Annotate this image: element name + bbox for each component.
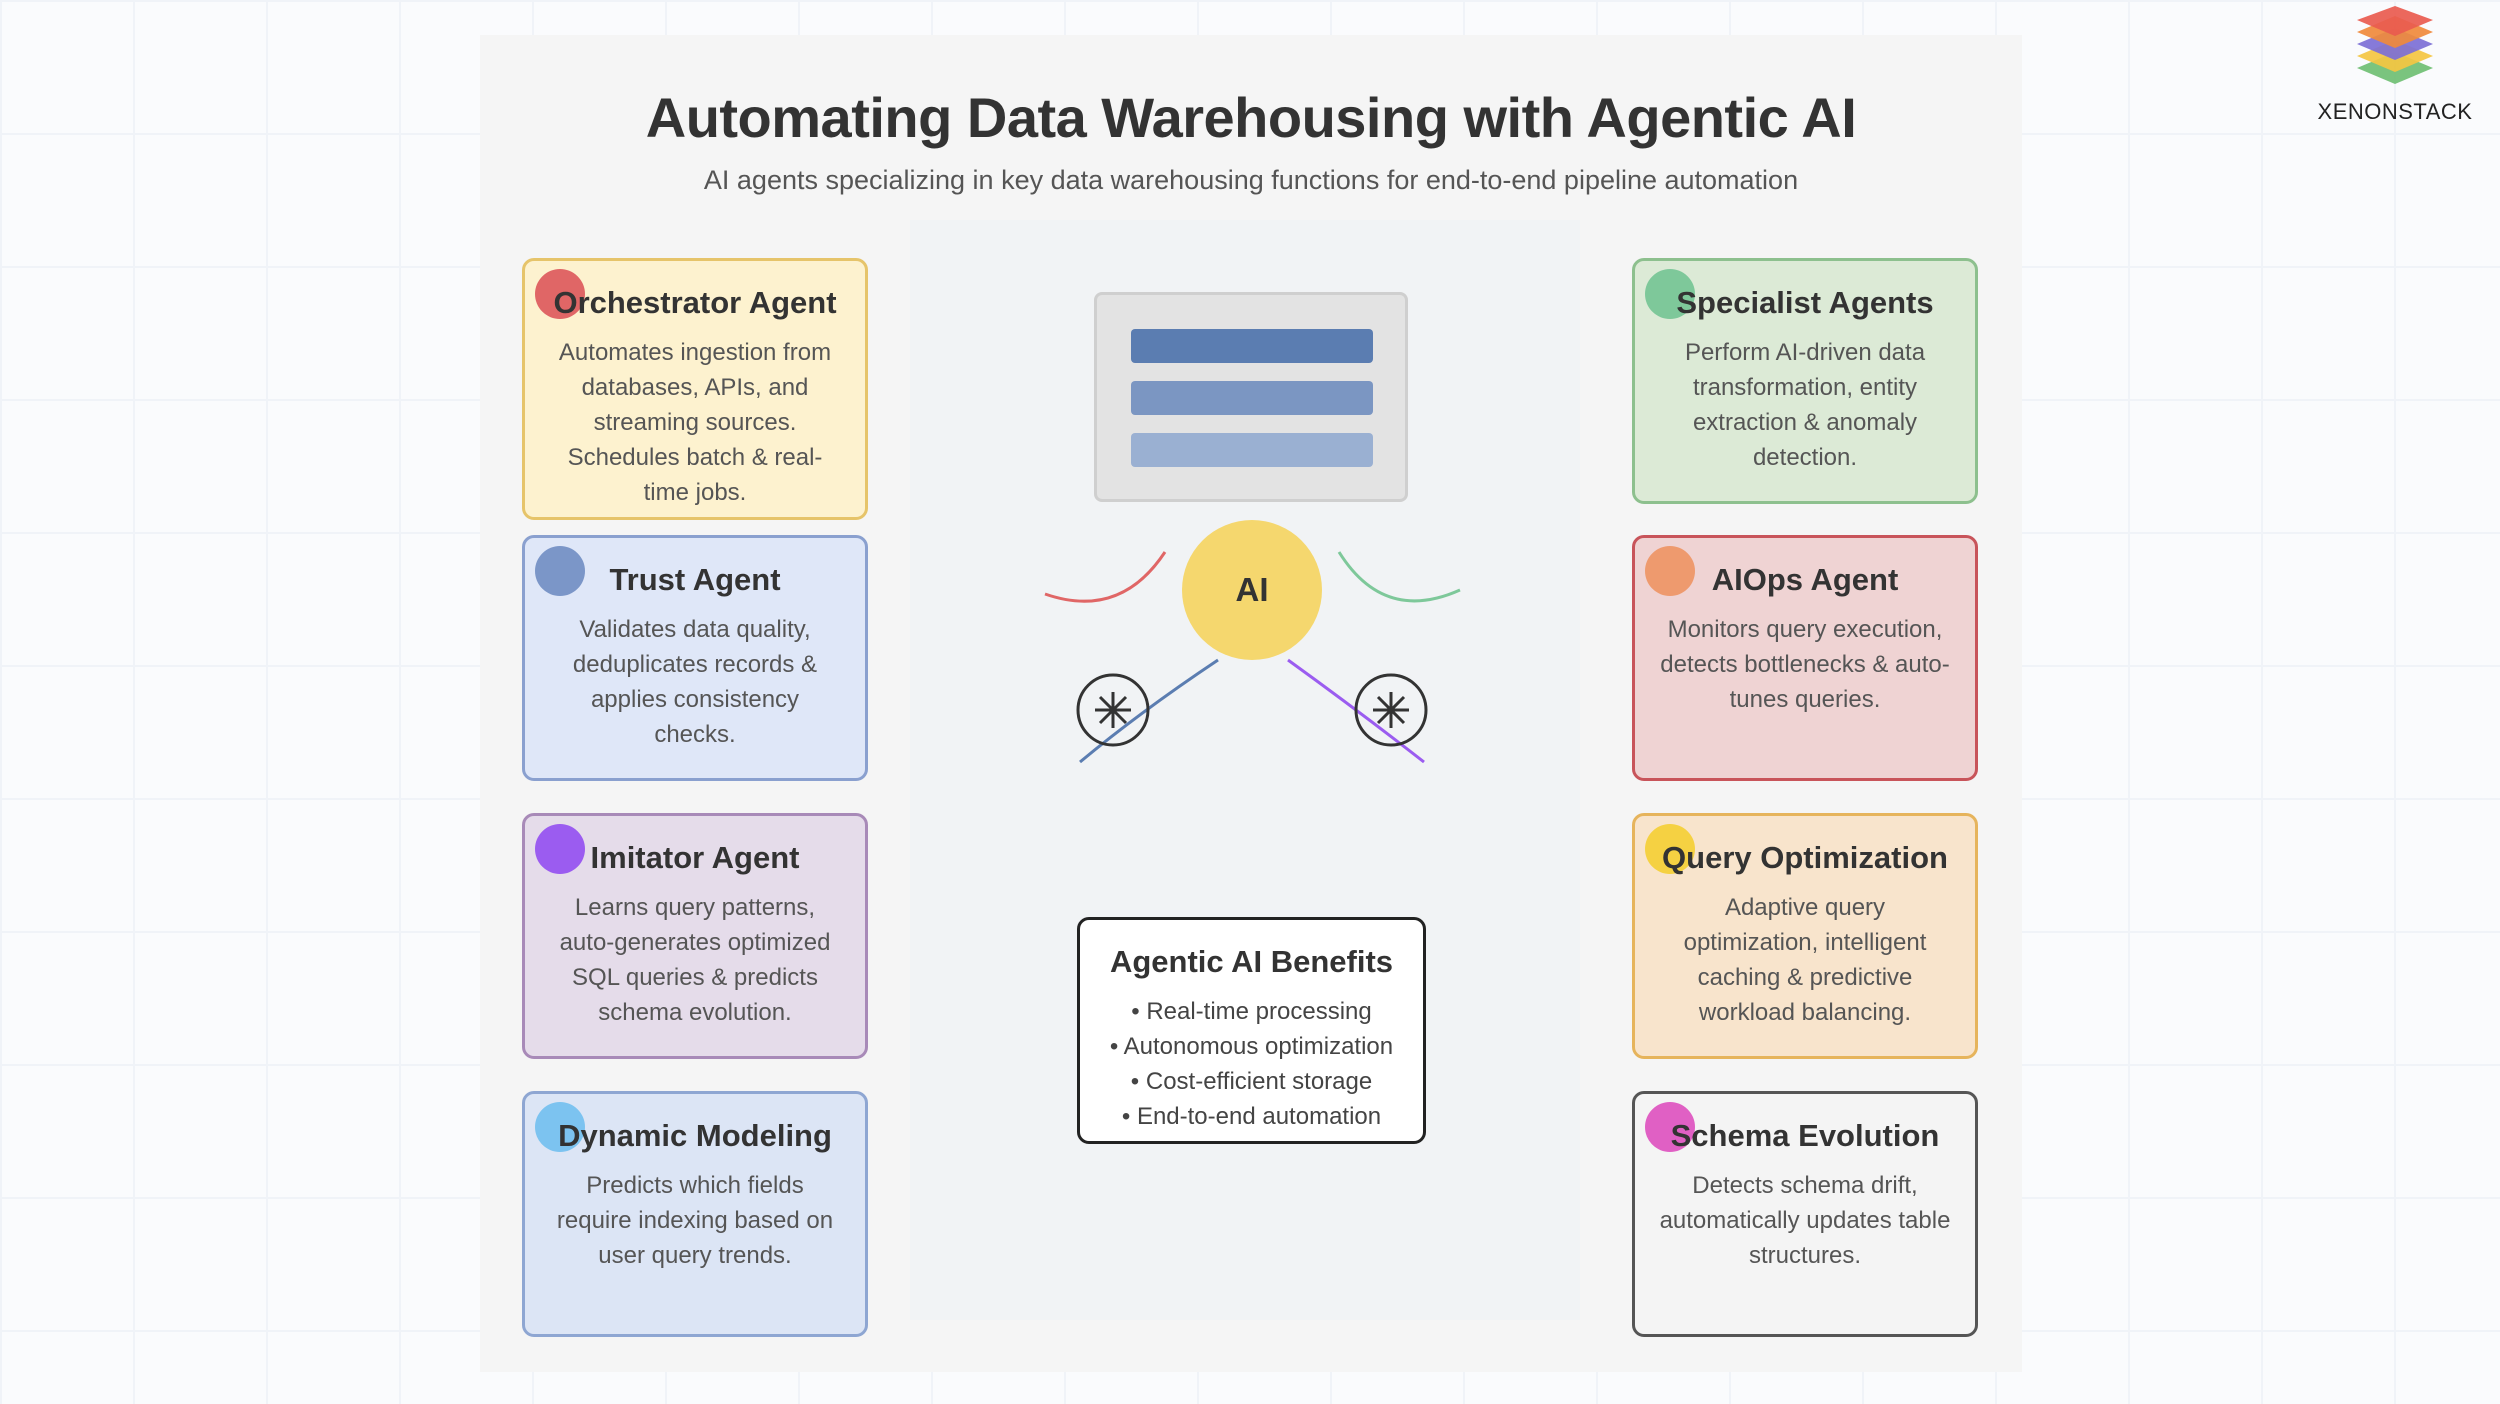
agent-dot-icon [535, 824, 585, 874]
server-bar [1131, 329, 1373, 363]
connector-red [1044, 551, 1167, 603]
card-trust-agent: Trust Agent Validates data quality, dedu… [522, 535, 868, 781]
agent-dot-icon [1645, 546, 1695, 596]
card-description: Validates data quality, deduplicates rec… [572, 616, 818, 748]
card-query-optimization: Query Optimization Adaptive query optimi… [1632, 813, 1978, 1059]
card-aiops-agent: AIOps Agent Monitors query execution, de… [1632, 535, 1978, 781]
database-server-icon [1094, 292, 1408, 502]
card-dynamic-modeling: Dynamic Modeling Predicts which fields r… [522, 1091, 868, 1337]
server-bar [1131, 381, 1373, 415]
card-title: Imitator Agent [590, 840, 800, 875]
benefits-box: Agentic AI Benefits • Real-time processi… [1077, 917, 1426, 1144]
xenonstack-logo: XENONSTACK [2310, 6, 2480, 125]
agent-dot-icon [1645, 1102, 1695, 1152]
agent-dot-icon [535, 546, 585, 596]
agent-dot-icon [1645, 269, 1695, 319]
agent-dot-icon [535, 269, 585, 319]
card-title: Query Optimization [1662, 840, 1948, 875]
ai-hub: AI [1182, 520, 1322, 660]
card-title: Specialist Agents [1676, 285, 1934, 320]
agent-dot-icon [535, 1102, 585, 1152]
connector-purple [1287, 658, 1425, 764]
benefit-item: • Cost-efficient storage [1130, 1068, 1373, 1095]
benefits-list: • Real-time processing • Autonomous opti… [1080, 994, 1423, 1134]
ai-hub-label: AI [1235, 571, 1269, 608]
agent-dot-icon [1645, 824, 1695, 874]
benefit-item: • Real-time processing [1131, 998, 1372, 1025]
card-description: Predicts which fields require indexing b… [556, 1172, 834, 1269]
card-description: Perform AI-driven data transformation, e… [1684, 339, 1926, 471]
connector-blue [1079, 658, 1219, 764]
connector-green [1337, 551, 1461, 603]
card-description: Automates ingestion from databases, APIs… [558, 339, 832, 506]
benefit-item: • Autonomous optimization [1109, 1033, 1394, 1060]
sparkle-icon [1076, 673, 1150, 747]
card-title: Dynamic Modeling [558, 1118, 832, 1153]
page-subtitle: AI agents specializing in key data wareh… [703, 165, 1799, 195]
card-title: Trust Agent [609, 562, 781, 597]
card-description: Monitors query execution, detects bottle… [1660, 616, 1950, 713]
card-schema-evolution: Schema Evolution Detects schema drift, a… [1632, 1091, 1978, 1337]
page-title: Automating Data Warehousing with Agentic… [645, 86, 1857, 149]
card-specialist-agents: Specialist Agents Perform AI-driven data… [1632, 258, 1978, 504]
logo-brand-text: XENONSTACK [2317, 99, 2473, 124]
card-imitator-agent: Imitator Agent Learns query patterns, au… [522, 813, 868, 1059]
card-description: Learns query patterns, auto-generates op… [559, 894, 831, 1026]
benefits-title: Agentic AI Benefits [1109, 944, 1394, 979]
benefit-item: • End-to-end automation [1121, 1103, 1382, 1130]
layers-icon [2357, 6, 2433, 84]
card-title: Orchestrator Agent [553, 285, 837, 320]
sparkle-icon [1354, 673, 1428, 747]
card-description: Detects schema drift, automatically upda… [1659, 1172, 1951, 1269]
card-title: AIOps Agent [1711, 562, 1899, 597]
card-orchestrator-agent: Orchestrator Agent Automates ingestion f… [522, 258, 868, 520]
server-bar [1131, 433, 1373, 467]
card-title: Schema Evolution [1670, 1118, 1940, 1153]
card-description: Adaptive query optimization, intelligent… [1683, 894, 1927, 1026]
